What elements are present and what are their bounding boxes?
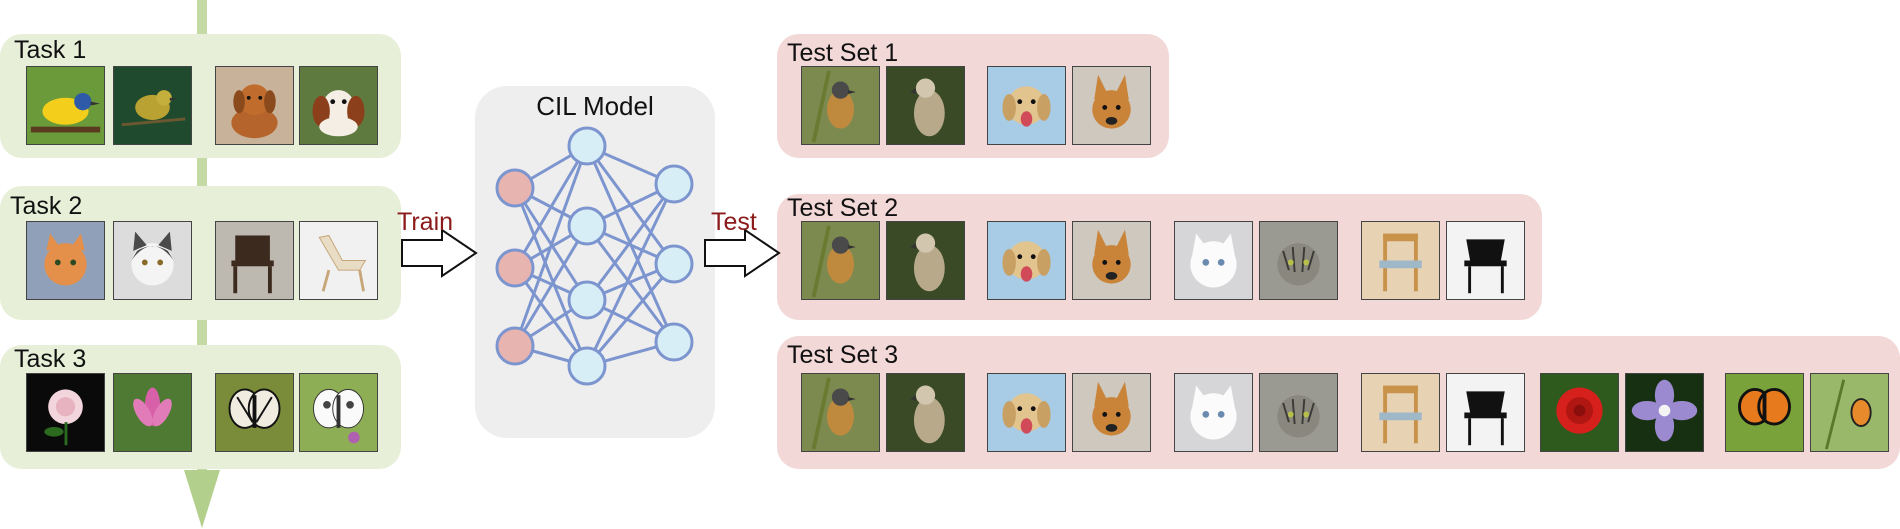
network-edge <box>513 267 589 367</box>
image-thumbnail-bird-yellow-green <box>113 66 192 145</box>
test-label: Test <box>711 208 757 236</box>
network-edge <box>585 263 676 367</box>
image-thumbnail-puppy-brown <box>215 66 294 145</box>
image-thumbnail-dog-golden <box>987 373 1066 452</box>
image-thumbnail-flower-purple <box>1625 373 1704 452</box>
image-thumbnail-flower-pink-rose <box>26 373 105 452</box>
image-thumbnail-bird-hawk <box>886 373 965 452</box>
train-arrow-icon <box>401 228 478 278</box>
image-thumbnail-butterfly-white <box>299 373 378 452</box>
output-node <box>654 322 694 362</box>
image-thumbnail-cat-tabby <box>1259 221 1338 300</box>
image-thumbnail-chair-black <box>1446 221 1525 300</box>
train-label: Train <box>397 208 454 236</box>
task-label: Task 1 <box>14 36 87 64</box>
test-set-label: Test Set 1 <box>787 39 899 67</box>
task-label: Task 2 <box>10 192 83 220</box>
image-thumbnail-butterfly-striped <box>215 373 294 452</box>
network-edge <box>585 225 676 343</box>
image-thumbnail-dog-golden <box>987 66 1066 145</box>
image-thumbnail-bird-sparrow <box>801 221 880 300</box>
image-thumbnail-cat-orange <box>26 221 105 300</box>
input-node <box>495 168 535 208</box>
image-thumbnail-bird-hawk <box>886 221 965 300</box>
image-thumbnail-chair-black <box>1446 373 1525 452</box>
image-thumbnail-cat-white-fluffy <box>1174 373 1253 452</box>
hidden-node <box>567 346 607 386</box>
image-thumbnail-cat-tabby <box>1259 373 1338 452</box>
image-thumbnail-dog-spaniel <box>299 66 378 145</box>
network-edge <box>513 187 589 367</box>
image-thumbnail-cat-gray-white <box>113 221 192 300</box>
image-thumbnail-flower-red-rose <box>1540 373 1619 452</box>
task-label: Task 3 <box>14 345 87 373</box>
image-thumbnail-flower-magnolia <box>113 373 192 452</box>
image-thumbnail-dog-shepherd <box>1072 373 1151 452</box>
image-thumbnail-bird-hawk <box>886 66 965 145</box>
image-thumbnail-dog-golden <box>987 221 1066 300</box>
image-thumbnail-butterfly-orange-small <box>1810 373 1889 452</box>
image-thumbnail-chair-wood-blue-seat <box>1361 373 1440 452</box>
image-thumbnail-chair-wood-blue-seat <box>1361 221 1440 300</box>
image-thumbnail-bird-sparrow <box>801 373 880 452</box>
network-edge <box>585 183 676 367</box>
output-node <box>654 244 694 284</box>
hidden-node <box>567 206 607 246</box>
hidden-node <box>567 280 607 320</box>
network-edge <box>513 145 589 347</box>
image-thumbnail-bird-yellow-blue <box>26 66 105 145</box>
image-thumbnail-chair-dark-wood <box>215 221 294 300</box>
image-thumbnail-butterfly-orange <box>1725 373 1804 452</box>
image-thumbnail-cat-white-fluffy <box>1174 221 1253 300</box>
model-title: CIL Model <box>536 91 654 121</box>
network-edge <box>513 145 589 269</box>
input-node <box>495 248 535 288</box>
network-edge <box>513 225 589 347</box>
timeline-arrow-head <box>184 470 220 528</box>
test-arrow-icon <box>704 228 781 278</box>
network-edge <box>585 183 676 301</box>
neural-network <box>495 126 694 386</box>
image-thumbnail-dog-shepherd <box>1072 221 1151 300</box>
output-node <box>654 164 694 204</box>
hidden-node <box>567 126 607 166</box>
image-thumbnail-dog-shepherd <box>1072 66 1151 145</box>
test-set-label: Test Set 2 <box>787 194 899 222</box>
image-thumbnail-bird-sparrow <box>801 66 880 145</box>
input-node <box>495 326 535 366</box>
image-thumbnail-chair-light-lounge <box>299 221 378 300</box>
test-set-label: Test Set 3 <box>787 341 899 369</box>
